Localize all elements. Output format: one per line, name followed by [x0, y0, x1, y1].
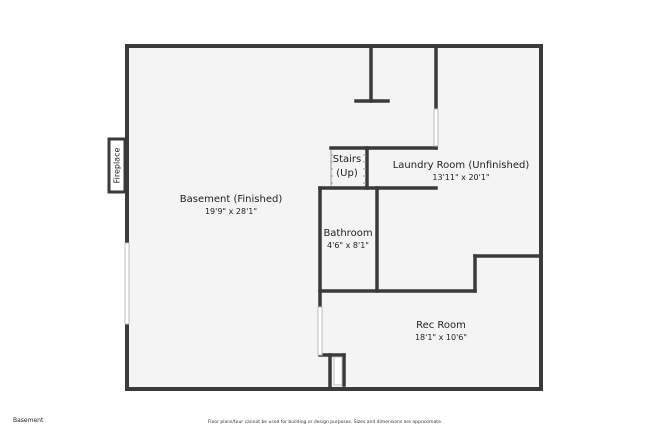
- basement-dims: 19'9" x 28'1": [205, 207, 257, 216]
- exterior-wall: [125, 44, 543, 391]
- disclaimer-note: Floor plans/tour cannot be used for buil…: [207, 420, 443, 425]
- laundry-dims: 13'11" x 20'1": [432, 173, 489, 182]
- fireplace: Fireplace: [107, 137, 127, 194]
- floor-area: [127, 46, 541, 389]
- stairs-direction: (Up): [336, 168, 358, 179]
- windows: [124, 108, 439, 386]
- fireplace-label: Fireplace: [113, 148, 122, 184]
- laundry-name: Laundry Room (Unfinished): [393, 160, 530, 171]
- floor-label: Basement: [13, 417, 44, 424]
- stairs-label: Stairs: [333, 154, 362, 165]
- rec-room-name: Rec Room: [416, 320, 466, 331]
- bathroom-name: Bathroom: [323, 228, 372, 239]
- bathroom-dims: 4'6" x 8'1": [327, 241, 369, 250]
- stairs-label-bg: [333, 152, 363, 185]
- rec-room-dims: 18'1" x 10'6": [415, 333, 467, 342]
- basement-name: Basement (Finished): [180, 194, 283, 205]
- interior-walls: [318, 44, 543, 391]
